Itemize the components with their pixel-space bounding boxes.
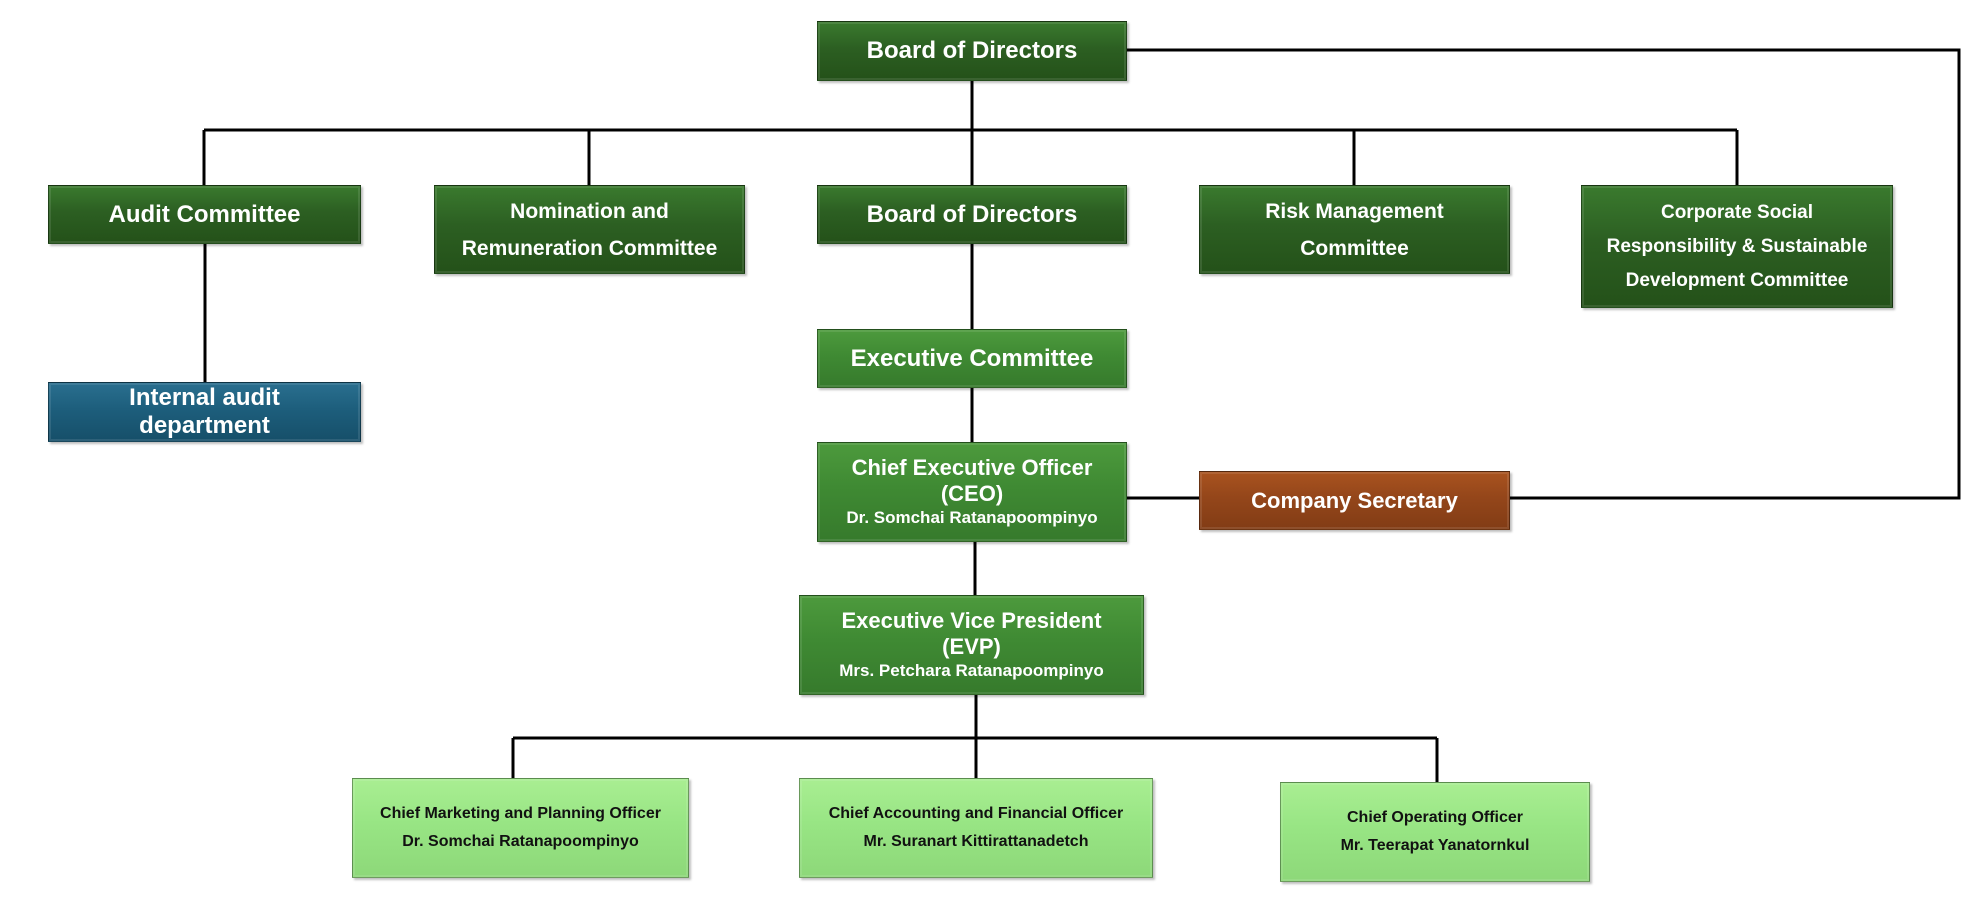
node-label-line2: Mr. Suranart Kittirattanadetch: [863, 833, 1089, 850]
node-label: Board of Directors: [866, 37, 1078, 64]
evp-title: Executive Vice President: [841, 608, 1102, 633]
risk-management-committee: Risk Management Committee: [1199, 185, 1510, 274]
internal-audit-department: Internal audit department: [48, 382, 361, 442]
evp-abbrev: (EVP): [942, 634, 1001, 659]
node-label: Executive Committee: [850, 344, 1094, 372]
node-label-line2: Dr. Somchai Ratanapoompinyo: [402, 833, 639, 850]
node-label-line1: Chief Marketing and Planning Officer: [380, 805, 661, 822]
node-label-line1: Risk Management: [1265, 199, 1444, 223]
node-label-line1: Corporate Social: [1660, 201, 1814, 223]
csr-sustainable-development-committee: Corporate Social Responsibility & Sustai…: [1581, 185, 1893, 308]
node-label-line3: Development Committee: [1625, 269, 1849, 291]
ceo-abbrev: (CEO): [940, 481, 1004, 506]
board-of-directors-top: Board of Directors: [817, 21, 1127, 81]
node-label: Audit Committee: [108, 200, 301, 228]
node-label-line2: department: [139, 412, 270, 439]
node-label-line1: Internal audit: [129, 384, 280, 411]
company-secretary: Company Secretary: [1199, 471, 1510, 530]
node-label: Company Secretary: [1251, 487, 1458, 513]
node-label-line2: Responsibility & Sustainable: [1606, 235, 1868, 257]
node-label-line2: Remuneration Committee: [461, 236, 718, 260]
node-label-line1: Nomination and: [510, 199, 669, 223]
nomination-remuneration-committee: Nomination and Remuneration Committee: [434, 185, 745, 274]
node-label-line1: Chief Operating Officer: [1346, 809, 1524, 826]
chief-operating-officer: Chief Operating Officer Mr. Teerapat Yan…: [1280, 782, 1590, 882]
node-label-line1: Chief Accounting and Financial Officer: [828, 805, 1124, 822]
ceo-title: Chief Executive Officer: [851, 455, 1093, 480]
audit-committee: Audit Committee: [48, 185, 361, 244]
evp-box: Executive Vice President (EVP) Mrs. Petc…: [799, 595, 1144, 695]
evp-name: Mrs. Petchara Ratanapoompinyo: [839, 661, 1104, 680]
ceo-name: Dr. Somchai Ratanapoompinyo: [846, 508, 1098, 527]
node-label-line2: Mr. Teerapat Yanatornkul: [1340, 837, 1530, 854]
ceo-box: Chief Executive Officer (CEO) Dr. Somcha…: [817, 442, 1127, 542]
node-label-line2: Committee: [1300, 236, 1409, 260]
board-of-directors-mid: Board of Directors: [817, 185, 1127, 244]
chief-marketing-planning-officer: Chief Marketing and Planning Officer Dr.…: [352, 778, 689, 878]
chief-accounting-financial-officer: Chief Accounting and Financial Officer M…: [799, 778, 1153, 878]
executive-committee: Executive Committee: [817, 329, 1127, 388]
node-label: Board of Directors: [866, 200, 1078, 228]
